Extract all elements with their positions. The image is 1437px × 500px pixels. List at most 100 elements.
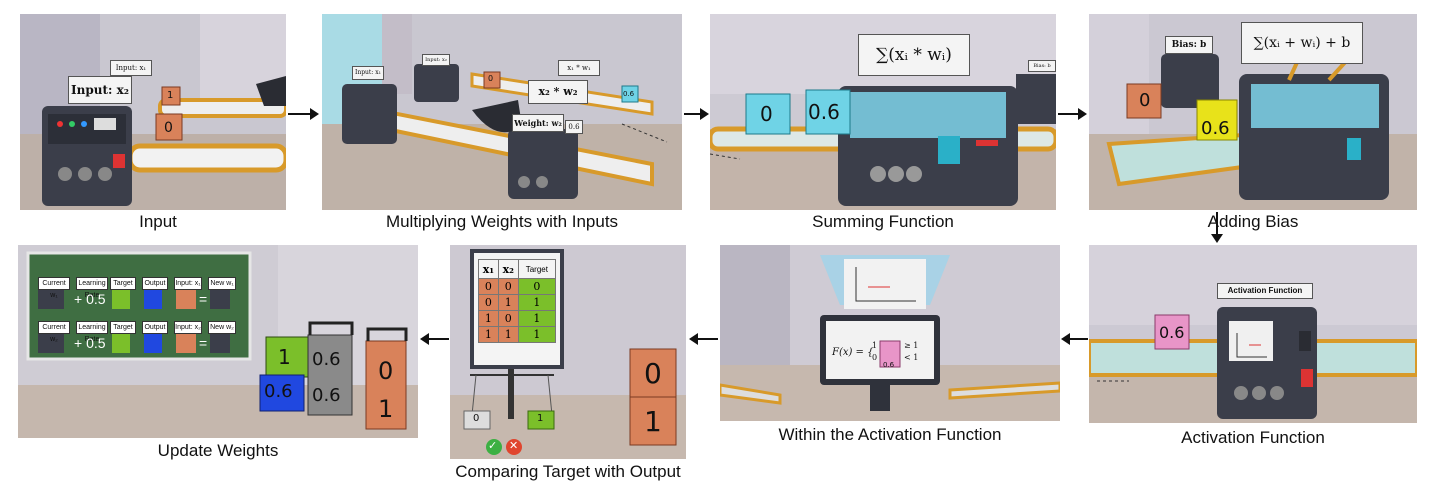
caption-update: Update Weights bbox=[157, 441, 279, 460]
board-output-2: Output bbox=[142, 321, 168, 334]
cell-x2: 0 bbox=[497, 310, 519, 327]
board-learning-rate-1: Learning Rate bbox=[76, 277, 108, 299]
header-x1: x₁ bbox=[478, 259, 499, 279]
board-current-w1: Current w₁ bbox=[38, 277, 70, 299]
multiply-sign-weight: Weight: w₂ bbox=[512, 114, 564, 132]
comparing-panel: x₁ x₂ Target 0 0 0 0 1 1 1 0 1 1 1 1 0 1… bbox=[450, 245, 686, 459]
multiply-weight-value: 0.6 bbox=[565, 120, 583, 134]
cell-x1: 1 bbox=[478, 326, 499, 343]
cube-back-label: 1 bbox=[167, 90, 174, 101]
multiply-scene bbox=[322, 14, 682, 210]
caption-activation: Activation Function bbox=[1181, 428, 1325, 447]
caption-bias: Adding Bias bbox=[1207, 212, 1299, 231]
arrow-summing-to-bias bbox=[1058, 108, 1087, 120]
arrow-multiply-to-summing bbox=[684, 108, 709, 120]
truth-table-header: x₁ x₂ Target bbox=[478, 259, 557, 279]
summing-cube-1: 0 bbox=[760, 102, 773, 126]
truth-row: 1 1 1 bbox=[478, 326, 557, 343]
input-sign-main: Input: x₂ bbox=[68, 76, 132, 104]
caption-multiply: Multiplying Weights with Inputs bbox=[385, 212, 619, 231]
within-cond-bottom: < 1 bbox=[904, 353, 919, 362]
cell-target: 0 bbox=[517, 278, 557, 295]
input-sign-small: Input: x₁ bbox=[110, 60, 152, 76]
multiply-sign-small2: Input: x₂ bbox=[422, 54, 450, 66]
cell-target: 1 bbox=[517, 294, 557, 311]
activation-panel: Activation Function 0.6 bbox=[1089, 245, 1417, 423]
board-plus-2: + 0.5 bbox=[74, 335, 106, 351]
summing-formula-sign: ∑(xᵢ * wᵢ) bbox=[858, 34, 970, 76]
cube-front-label: 0 bbox=[164, 120, 173, 136]
input-panel: Input: x₂ Input: x₁ 0 1 bbox=[20, 14, 286, 210]
truth-row: 0 0 0 bbox=[478, 278, 557, 295]
truth-row: 1 0 1 bbox=[478, 310, 557, 327]
within-scene bbox=[720, 245, 1060, 421]
cell-x1: 0 bbox=[478, 278, 499, 295]
cell-target: 1 bbox=[517, 310, 557, 327]
activation-scene bbox=[1089, 245, 1417, 423]
board-equals-1: = bbox=[199, 291, 208, 307]
within-case-bottom: 0 bbox=[872, 353, 878, 362]
caption-comparing: Comparing Target with Output bbox=[455, 462, 681, 481]
bias-sign: Bias: b bbox=[1165, 36, 1213, 54]
check-icon: ✓ bbox=[488, 440, 498, 452]
cross-icon: ✕ bbox=[509, 440, 519, 452]
update-cube-orange-top: 0 bbox=[378, 357, 394, 385]
multiply-sign-input: Input: x₁ bbox=[352, 66, 384, 80]
update-panel: Current w₁ Learning Rate Target Output I… bbox=[18, 245, 418, 438]
arrow-activation-to-within bbox=[1061, 333, 1088, 345]
board-input-x2: Input: x₂ bbox=[174, 321, 202, 334]
input-scene bbox=[20, 14, 286, 210]
arrow-within-to-comparing bbox=[689, 333, 718, 345]
caption-within: Within the Activation Function bbox=[778, 425, 1002, 444]
cell-x2: 0 bbox=[497, 278, 519, 295]
within-formula-lhs: F(x) = { bbox=[832, 347, 874, 358]
update-cube-green-top: 1 bbox=[278, 345, 291, 369]
summing-cube-2: 0.6 bbox=[808, 100, 840, 124]
within-cube: 0.6 bbox=[883, 361, 895, 369]
multiply-sign-product-1: x₁ * w₁ bbox=[558, 60, 600, 76]
update-cube-gray-top: 0.6 bbox=[312, 349, 341, 370]
update-cube-orange-bottom: 1 bbox=[378, 395, 394, 423]
scale-left-cube: 0 bbox=[473, 413, 480, 424]
bias-formula-sign: ∑(xᵢ + wᵢ) + b bbox=[1241, 22, 1363, 64]
board-equals-2: = bbox=[199, 335, 208, 351]
truth-row: 0 1 1 bbox=[478, 294, 557, 311]
output-cube-bottom: 1 bbox=[644, 405, 662, 438]
board-current-w2: Current w₂ bbox=[38, 321, 70, 343]
board-learning-rate-2: Learning Rate bbox=[76, 321, 108, 343]
multiply-panel: Input: x₁ Input: x₂ x₁ * w₁ x₂ * w₂ Weig… bbox=[322, 14, 682, 210]
output-cube-top: 0 bbox=[644, 357, 662, 390]
cell-target: 1 bbox=[517, 326, 557, 343]
board-input-x1: Input: x₁ bbox=[174, 277, 202, 290]
within-cond-top: ≥ 1 bbox=[904, 341, 919, 350]
within-panel: F(x) = { 1 0 ≥ 1 < 1 0.6 bbox=[720, 245, 1060, 421]
header-target: Target bbox=[517, 259, 557, 279]
summing-sign-small: Bias: b bbox=[1028, 60, 1056, 72]
board-output-1: Output bbox=[142, 277, 168, 290]
update-cube-green-bottom: 0.6 bbox=[264, 381, 293, 402]
header-x2: x₂ bbox=[497, 259, 519, 279]
multiply-cube-orange: 0 bbox=[488, 74, 494, 83]
board-target-2: Target bbox=[110, 321, 136, 334]
scale-right-cube: 1 bbox=[537, 413, 544, 424]
board-new-w1: New w₁ bbox=[208, 277, 236, 290]
board-plus-1: + 0.5 bbox=[74, 291, 106, 307]
bias-cube-orange: 0 bbox=[1139, 90, 1151, 111]
cell-x2: 1 bbox=[497, 326, 519, 343]
cell-x2: 1 bbox=[497, 294, 519, 311]
cell-x1: 1 bbox=[478, 310, 499, 327]
activation-cube: 0.6 bbox=[1159, 323, 1185, 342]
caption-input: Input bbox=[139, 212, 177, 231]
arrow-input-to-multiply bbox=[288, 108, 319, 120]
board-target-1: Target bbox=[110, 277, 136, 290]
truth-table: x₁ x₂ Target 0 0 0 0 1 1 1 0 1 1 1 1 bbox=[478, 259, 557, 343]
activation-sign: Activation Function bbox=[1217, 283, 1313, 299]
arrow-bias-to-activation bbox=[1211, 212, 1223, 243]
arrow-comparing-to-update bbox=[420, 333, 449, 345]
summing-panel: ∑(xᵢ * wᵢ) Bias: b 0 0.6 bbox=[710, 14, 1056, 210]
multiply-cube-blue: 0.6 bbox=[623, 90, 635, 98]
within-case-top: 1 bbox=[872, 341, 878, 350]
board-new-w2: New w₂ bbox=[208, 321, 236, 334]
update-cube-gray-bottom: 0.6 bbox=[312, 385, 341, 406]
cell-x1: 0 bbox=[478, 294, 499, 311]
